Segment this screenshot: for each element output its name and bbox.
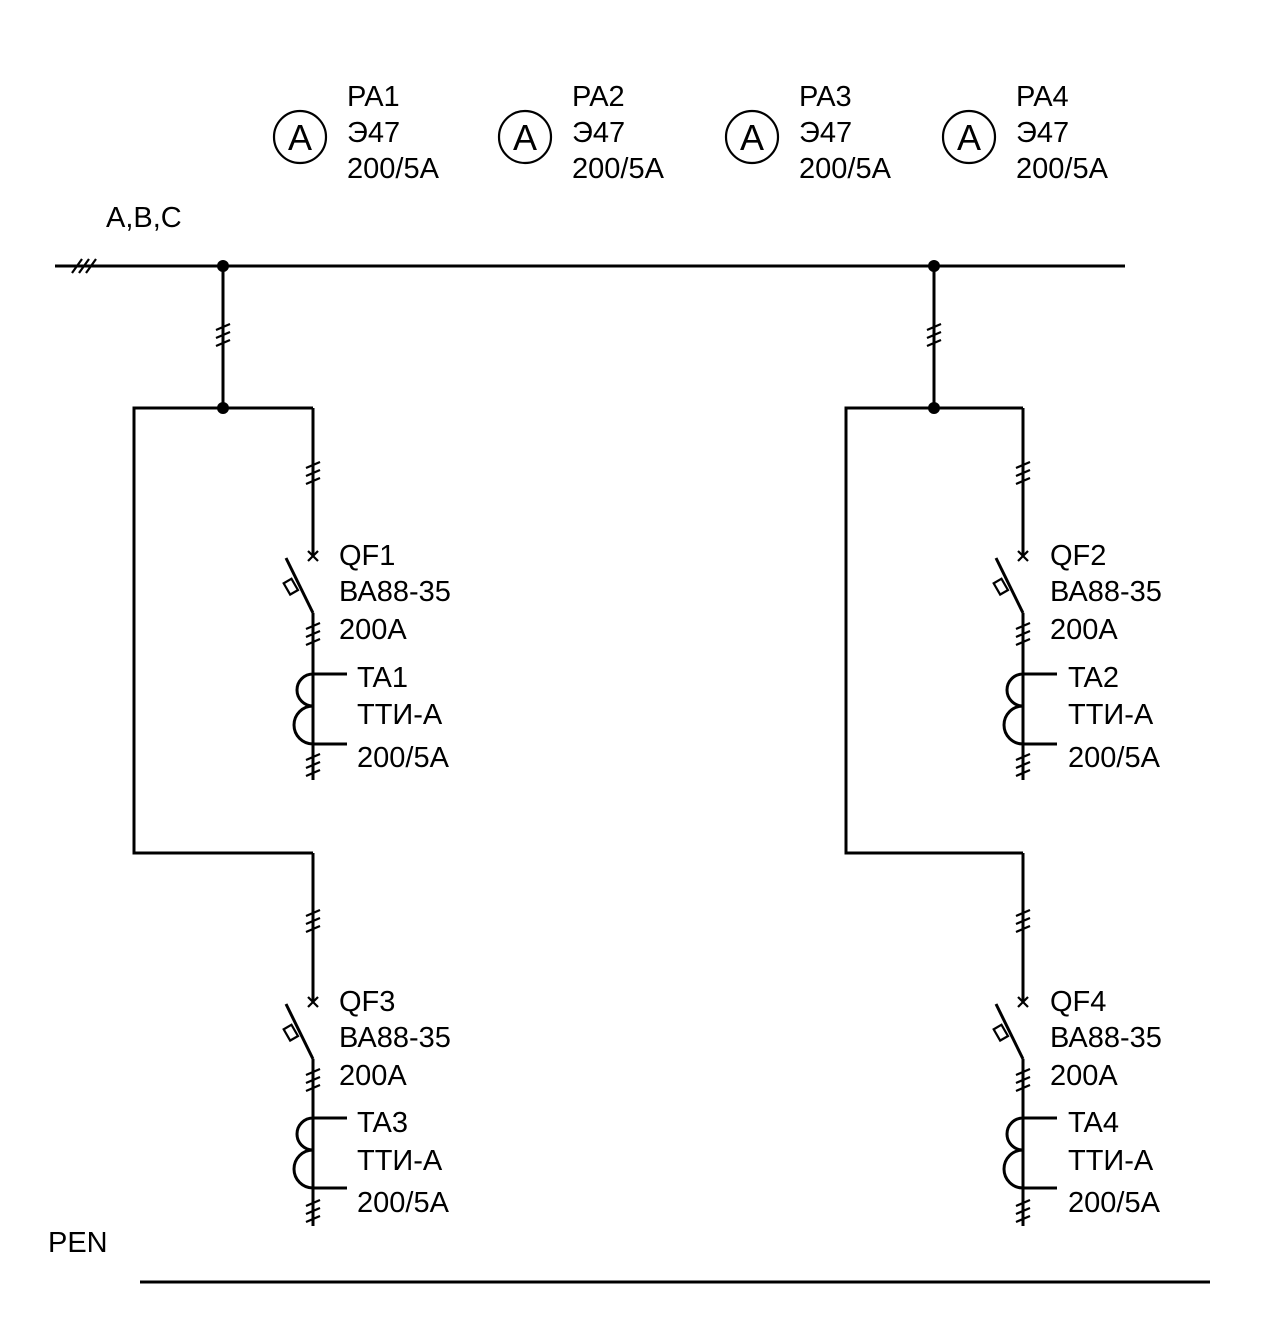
three-phase-ticks-icon [305, 621, 321, 647]
transformer-ref: TA2 [1068, 662, 1119, 694]
meter-model: Э47 [799, 117, 852, 149]
breaker-ref: QF4 [1050, 986, 1106, 1018]
branch-qf2 [992, 408, 1057, 780]
ammeter-symbol: A [513, 117, 537, 158]
ammeter-symbol: A [957, 117, 981, 158]
transformer-ref: TA3 [357, 1107, 408, 1139]
breaker-rating: 200А [339, 614, 407, 646]
three-phase-ticks-icon [305, 1067, 321, 1093]
meter-ref: PA3 [799, 81, 852, 113]
meter-model: Э47 [347, 117, 400, 149]
breaker-model: ВА88-35 [339, 576, 451, 608]
three-phase-ticks-icon [305, 908, 321, 934]
branch-frame-right [844, 406, 1023, 855]
meter-ratio: 200/5А [799, 153, 892, 185]
branch-qf3 [282, 853, 347, 1226]
breaker-rating: 200А [1050, 1060, 1118, 1092]
three-phase-ticks-icon [1015, 1067, 1031, 1093]
transformer-ratio: 200/5А [1068, 742, 1161, 774]
ammeter-symbol: A [740, 117, 764, 158]
three-phase-ticks-icon [1015, 908, 1031, 934]
meter-ref: PA2 [572, 81, 625, 113]
pen-bus-label: PEN [48, 1227, 108, 1259]
breaker-ref: QF1 [339, 540, 395, 572]
current-transformer-icon [1002, 672, 1057, 746]
breaker-contact-icon [282, 550, 319, 614]
transformer-model: ТТИ-А [1068, 699, 1154, 731]
ammeter-icon [941, 109, 997, 165]
three-phase-ticks-icon [305, 460, 321, 486]
meter-ratio: 200/5А [1016, 153, 1109, 185]
breaker-rating: 200А [1050, 614, 1118, 646]
ammeter-icon [724, 109, 780, 165]
ammeter-icon [497, 109, 553, 165]
transformer-ref: TA4 [1068, 1107, 1119, 1139]
breaker-contact-icon [282, 996, 319, 1060]
three-phase-ticks-icon [71, 258, 97, 274]
breaker-contact-icon [992, 550, 1029, 614]
transformer-ref: TA1 [357, 662, 408, 694]
current-transformer-icon [292, 672, 347, 746]
meter-pa1: A PA1 Э47 200/5А [272, 81, 440, 185]
three-phase-ticks-icon [1015, 752, 1031, 778]
three-phase-ticks-icon [305, 752, 321, 778]
three-phase-ticks-icon [215, 322, 231, 348]
breaker-model: ВА88-35 [339, 1022, 451, 1054]
meter-pa2: A PA2 Э47 200/5А [497, 81, 665, 185]
breaker-ref: QF3 [339, 986, 395, 1018]
breaker-ref: QF2 [1050, 540, 1106, 572]
meter-ref: PA1 [347, 81, 400, 113]
branch-qf1 [282, 408, 347, 780]
meter-model: Э47 [1016, 117, 1069, 149]
breaker-rating: 200А [339, 1060, 407, 1092]
meter-pa4: A PA4 Э47 200/5А [941, 81, 1109, 185]
three-phase-ticks-icon [1015, 460, 1031, 486]
transformer-model: ТТИ-А [1068, 1145, 1154, 1177]
meter-ref: PA4 [1016, 81, 1069, 113]
transformer-ratio: 200/5А [357, 742, 450, 774]
transformer-ratio: 200/5А [1068, 1187, 1161, 1219]
three-phase-ticks-icon [305, 1198, 321, 1224]
ammeter-symbol: A [288, 117, 312, 158]
transformer-model: ТТИ-А [357, 1145, 443, 1177]
transformer-model: ТТИ-А [357, 699, 443, 731]
breaker-contact-icon [992, 996, 1029, 1060]
breaker-model: ВА88-35 [1050, 576, 1162, 608]
three-phase-ticks-icon [1015, 621, 1031, 647]
phase-bus-label: A,B,C [106, 202, 182, 234]
meter-model: Э47 [572, 117, 625, 149]
current-transformer-icon [292, 1116, 347, 1190]
meter-pa3: A PA3 Э47 200/5А [724, 81, 892, 185]
three-phase-ticks-icon [1015, 1198, 1031, 1224]
meter-ratio: 200/5А [347, 153, 440, 185]
meter-ratio: 200/5А [572, 153, 665, 185]
branch-qf4 [992, 853, 1057, 1226]
three-phase-ticks-icon [926, 322, 942, 348]
transformer-ratio: 200/5А [357, 1187, 450, 1219]
breaker-model: ВА88-35 [1050, 1022, 1162, 1054]
ammeter-icon [272, 109, 328, 165]
branch-frame-left [132, 406, 313, 855]
current-transformer-icon [1002, 1116, 1057, 1190]
